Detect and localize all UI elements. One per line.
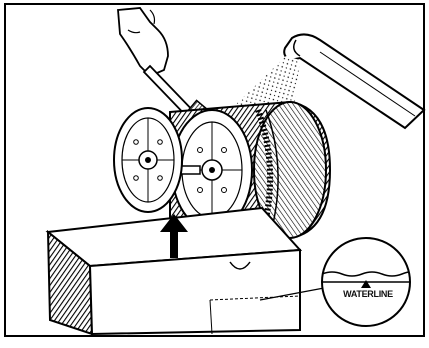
filter-end-cap-front: [114, 108, 182, 212]
waterline-callout: [322, 238, 412, 326]
waterline-label: WATERLINE: [330, 289, 406, 299]
